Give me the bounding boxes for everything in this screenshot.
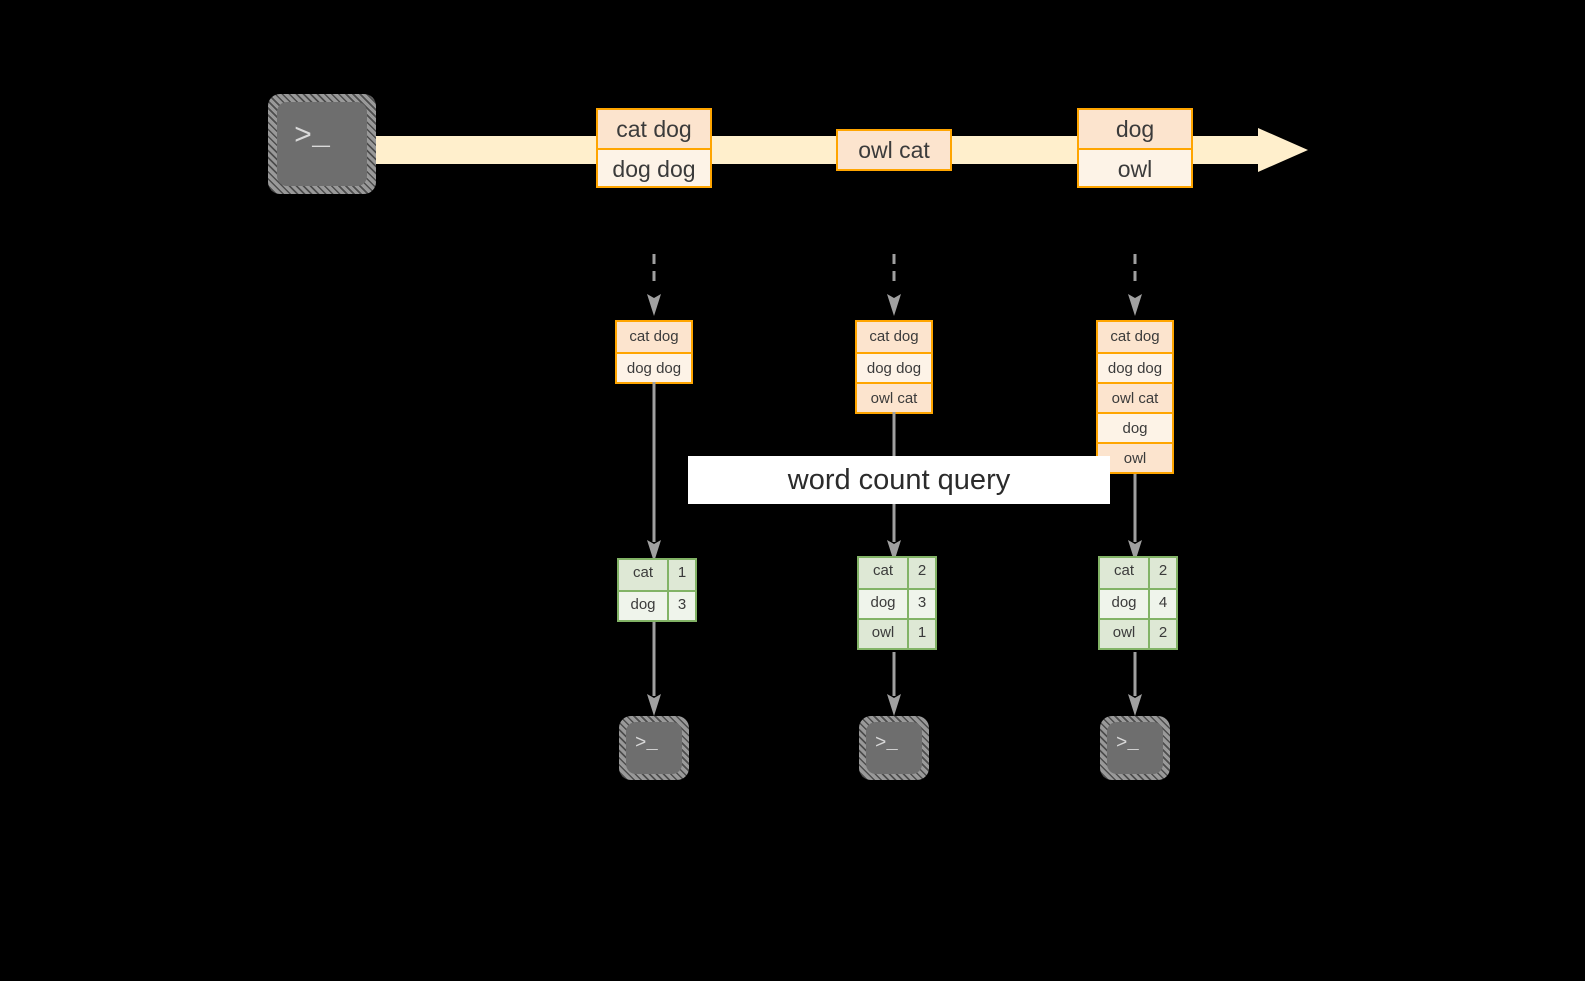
result-row: dog 3	[619, 590, 695, 620]
terminal-face	[277, 102, 367, 186]
result-word: owl	[859, 620, 907, 648]
result-count: 4	[1148, 590, 1176, 618]
state-line: owl cat	[857, 382, 931, 412]
result-row: cat 2	[1100, 558, 1176, 588]
stream-to-state-connector-2	[884, 254, 904, 318]
state-line: dog dog	[857, 352, 931, 382]
state-line: cat dog	[857, 322, 931, 352]
state-to-result-connector-1	[644, 382, 664, 564]
state-line: cat dog	[617, 322, 691, 352]
stream-message-line: owl	[1079, 148, 1191, 186]
result-count: 1	[667, 560, 695, 590]
sink-terminal-icon-1: >_	[619, 716, 689, 780]
result-table-3: cat 2 dog 4 owl 2	[1098, 556, 1178, 650]
result-row: cat 2	[859, 558, 935, 588]
terminal-prompt-glyph: >_	[875, 732, 898, 754]
stream-message-line: owl cat	[838, 131, 950, 169]
result-table-2: cat 2 dog 3 owl 1	[857, 556, 937, 650]
result-word: dog	[619, 592, 667, 620]
result-row: owl 2	[1100, 618, 1176, 648]
state-line: dog	[1098, 412, 1172, 442]
sink-terminal-icon-3: >_	[1100, 716, 1170, 780]
query-label-text: word count query	[787, 464, 1011, 496]
result-row: dog 4	[1100, 588, 1176, 618]
result-word: dog	[859, 590, 907, 618]
stream-message-line: dog dog	[598, 148, 710, 186]
state-line: owl	[1098, 442, 1172, 472]
state-line: dog dog	[1098, 352, 1172, 382]
result-count: 2	[1148, 620, 1176, 648]
result-word: cat	[859, 558, 907, 588]
result-word: cat	[1100, 558, 1148, 588]
result-word: dog	[1100, 590, 1148, 618]
stream-message-line: cat dog	[598, 110, 710, 148]
stream-message-3: dog owl	[1077, 108, 1193, 188]
result-count: 3	[907, 590, 935, 618]
result-to-sink-connector-2	[884, 652, 904, 718]
source-terminal-icon: >_	[268, 94, 376, 194]
result-word: owl	[1100, 620, 1148, 648]
state-line: owl cat	[1098, 382, 1172, 412]
terminal-face	[866, 722, 922, 774]
result-row: cat 1	[619, 560, 695, 590]
terminal-face	[626, 722, 682, 774]
stream-to-state-connector-3	[1125, 254, 1145, 318]
result-to-sink-connector-3	[1125, 652, 1145, 718]
state-stack-1: cat dog dog dog	[615, 320, 693, 384]
result-to-sink-connector-1	[644, 622, 664, 718]
query-label-band: word count query	[688, 456, 1110, 504]
stream-to-state-connector-1	[644, 254, 664, 318]
state-to-result-connector-3	[1125, 474, 1145, 564]
terminal-prompt-glyph: >_	[1116, 732, 1139, 754]
stream-message-line: dog	[1079, 110, 1191, 148]
state-stack-3: cat dog dog dog owl cat dog owl	[1096, 320, 1174, 474]
result-row: dog 3	[859, 588, 935, 618]
state-line: cat dog	[1098, 322, 1172, 352]
result-count: 2	[907, 558, 935, 588]
sink-terminal-icon-2: >_	[859, 716, 929, 780]
result-count: 1	[907, 620, 935, 648]
terminal-prompt-glyph: >_	[635, 732, 658, 754]
result-count: 2	[1148, 558, 1176, 588]
result-count: 3	[667, 592, 695, 620]
result-table-1: cat 1 dog 3	[617, 558, 697, 622]
stream-message-2: owl cat	[836, 129, 952, 171]
stream-message-1: cat dog dog dog	[596, 108, 712, 188]
terminal-prompt-glyph: >_	[294, 120, 331, 154]
state-line: dog dog	[617, 352, 691, 382]
terminal-face	[1107, 722, 1163, 774]
result-word: cat	[619, 560, 667, 590]
result-row: owl 1	[859, 618, 935, 648]
state-stack-2: cat dog dog dog owl cat	[855, 320, 933, 414]
